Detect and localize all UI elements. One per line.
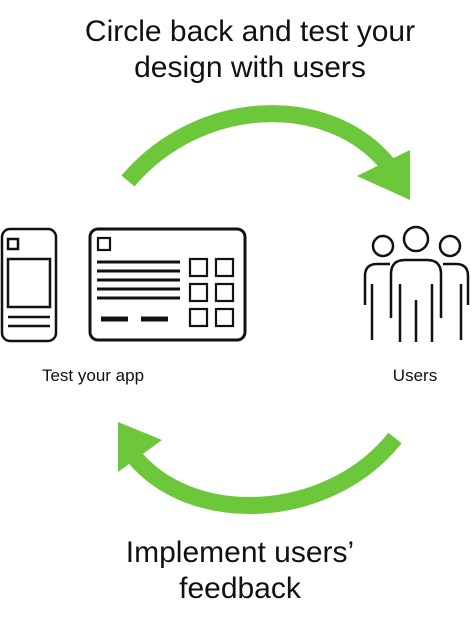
- top-caption-line-1: Circle back and test your: [84, 15, 416, 48]
- test-your-app-label: Test your app: [41, 366, 145, 385]
- tablet-wireframe-icon: [88, 227, 247, 342]
- bottom-caption-line-2: feedback: [179, 572, 301, 605]
- bottom-caption: Implement users’ feedback: [60, 535, 420, 607]
- bottom-arrow: [118, 422, 402, 515]
- top-caption: Circle back and test your design with us…: [40, 14, 460, 86]
- users-label: Users: [392, 366, 438, 385]
- top-caption-line-2: design with users: [134, 51, 366, 84]
- phone-icon: [0, 227, 58, 343]
- bottom-caption-line-1: Implement users’: [125, 536, 355, 569]
- users-group-icon: [363, 225, 470, 342]
- top-arrow: [121, 105, 410, 200]
